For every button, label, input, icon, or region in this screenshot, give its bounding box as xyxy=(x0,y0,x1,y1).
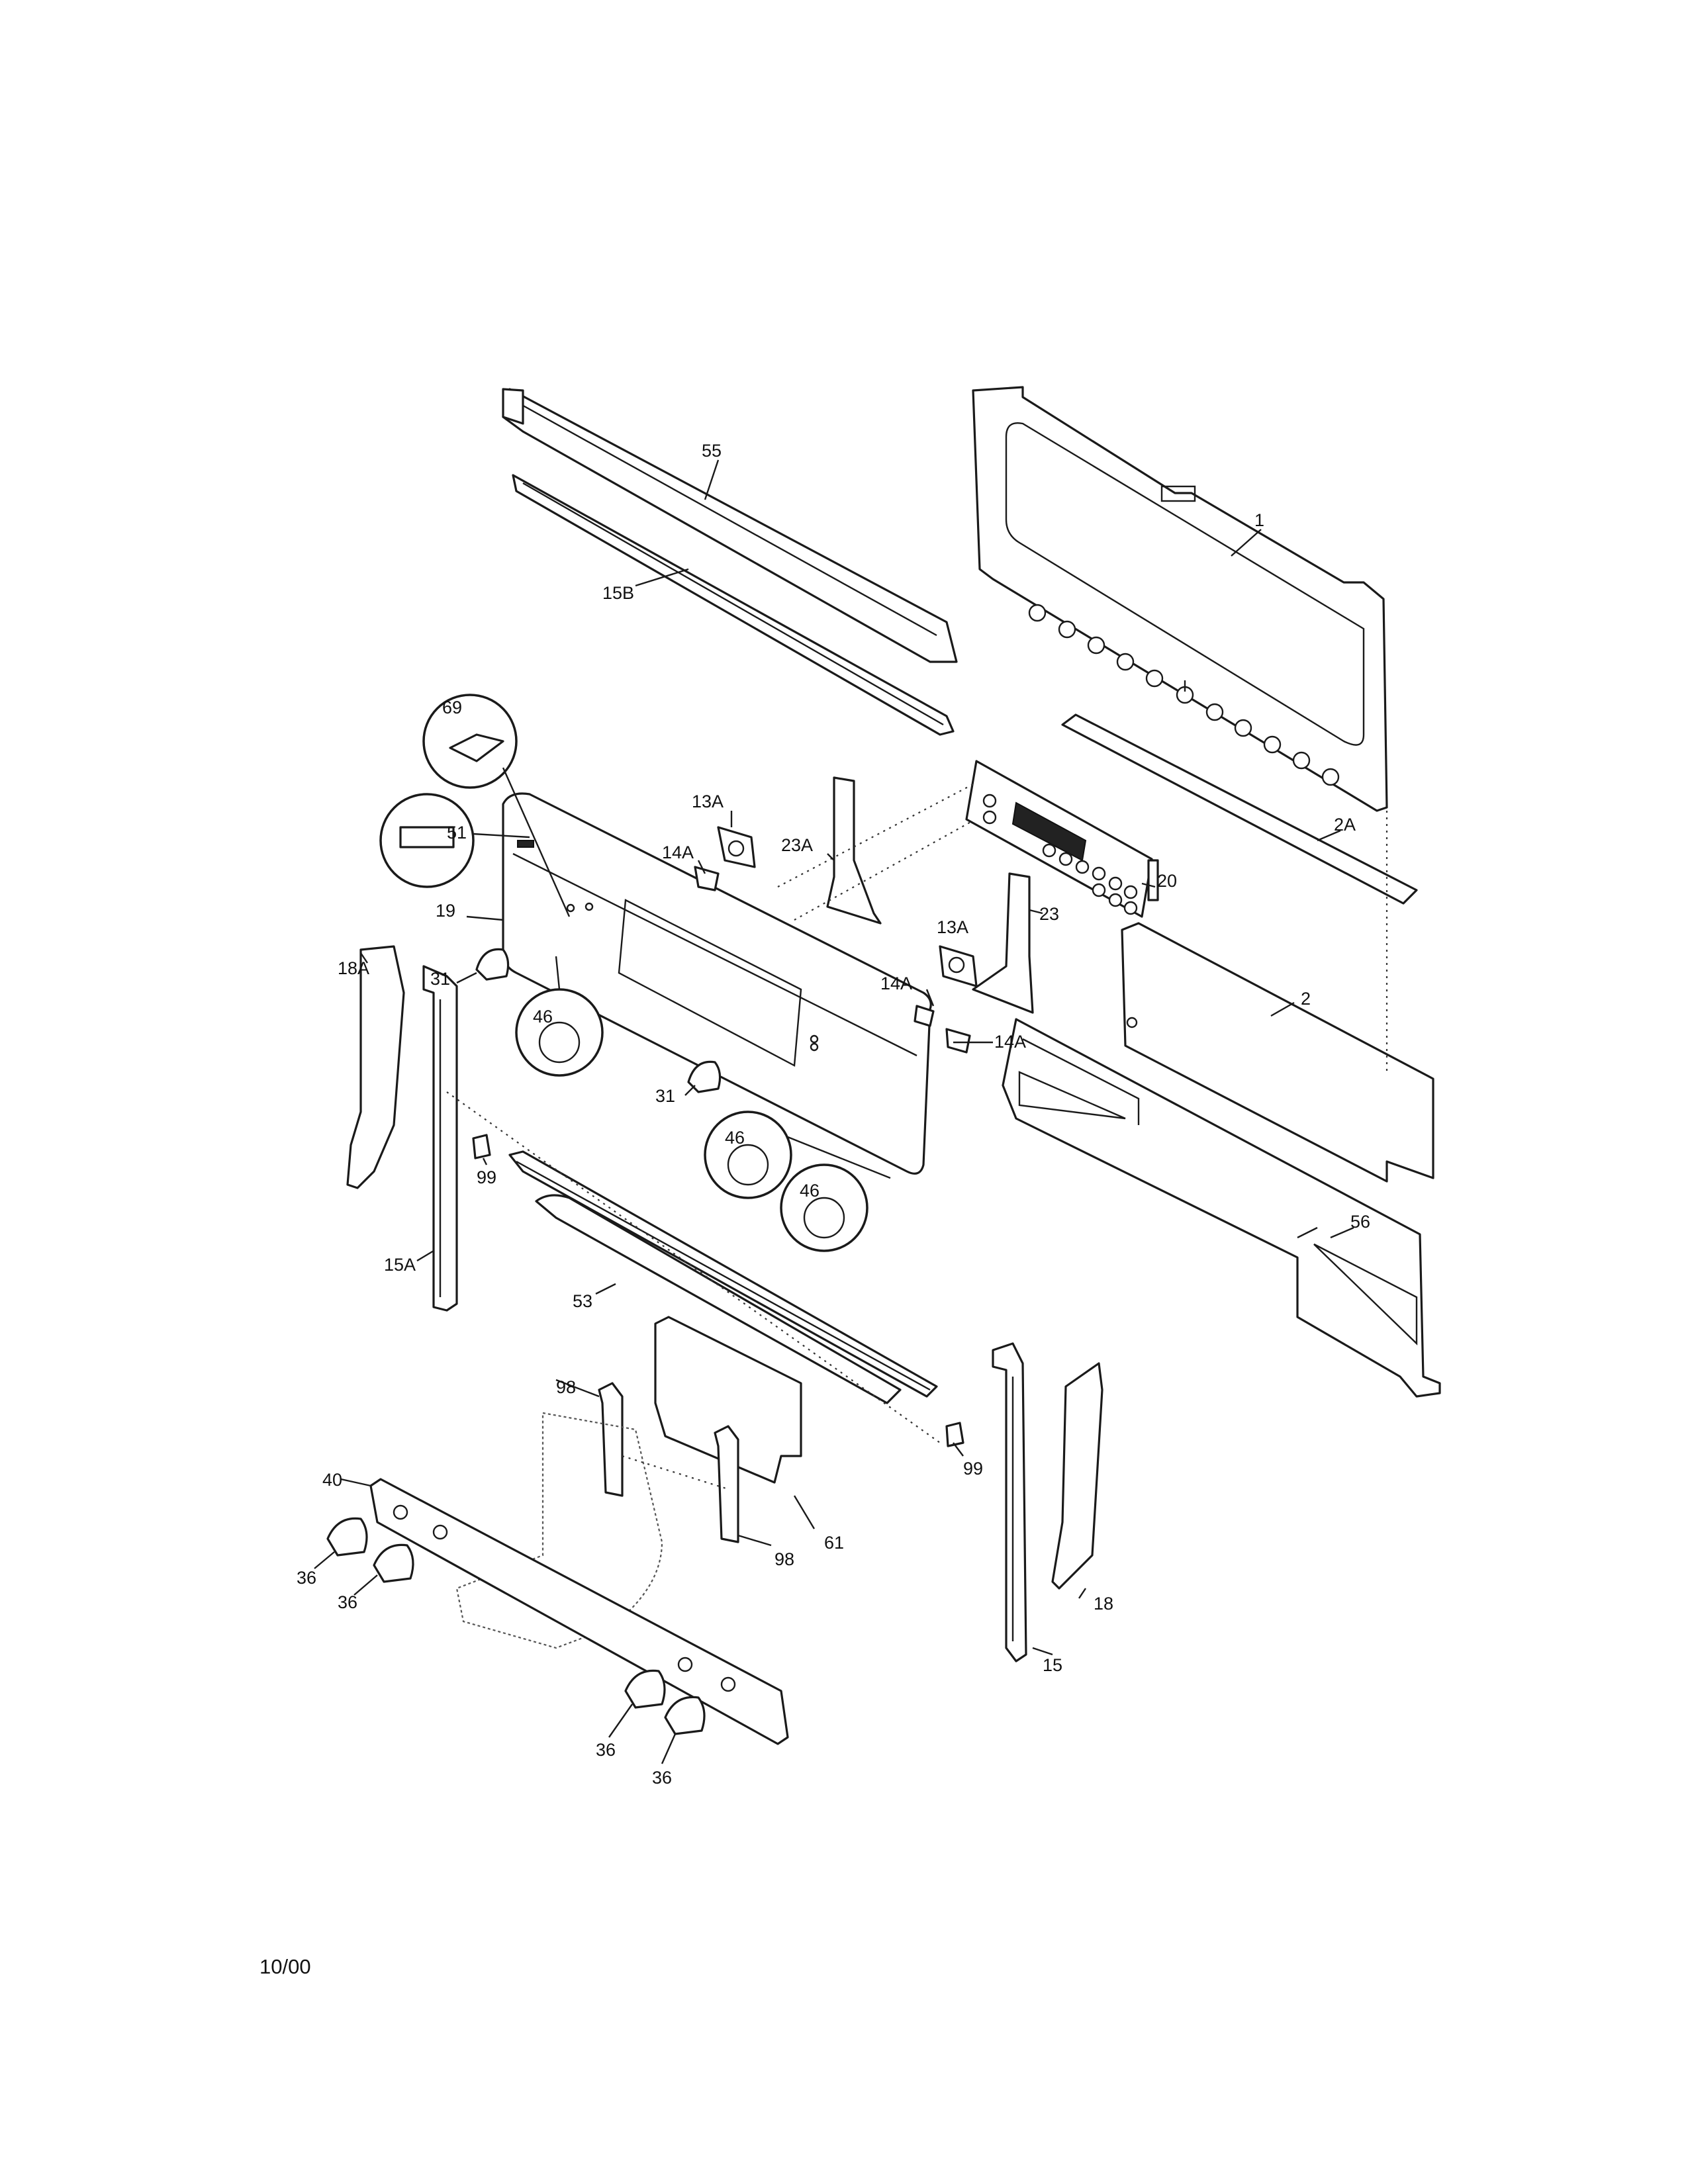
label-1: 1 xyxy=(1254,510,1264,530)
part-36-knob-1 xyxy=(326,1517,368,1557)
callout-51-nameplate xyxy=(379,793,530,888)
label-98-left: 98 xyxy=(556,1377,576,1397)
part-14A-clip-mid xyxy=(914,1005,935,1027)
label-36-2: 36 xyxy=(338,1592,357,1612)
label-46-right: 46 xyxy=(800,1181,820,1201)
part-40-lower-panel xyxy=(369,1478,789,1745)
label-14A-mid: 14A xyxy=(880,974,912,993)
part-23-bracket xyxy=(972,872,1034,1014)
part-31-knob-right xyxy=(687,1060,722,1093)
label-15B: 15B xyxy=(602,583,634,603)
part-18A-left-side-trim xyxy=(346,945,405,1189)
label-13A-left: 13A xyxy=(692,792,724,811)
label-53: 53 xyxy=(573,1291,592,1311)
label-98-right: 98 xyxy=(774,1549,794,1569)
label-46-left: 46 xyxy=(533,1007,553,1026)
label-18: 18 xyxy=(1094,1594,1113,1614)
label-14A-left: 14A xyxy=(662,842,694,862)
label-36-1: 36 xyxy=(297,1568,316,1588)
part-14A-clip-right xyxy=(945,1028,971,1054)
part-99-clip-left xyxy=(472,1134,491,1160)
part-13A-switch-left xyxy=(717,826,756,868)
label-20: 20 xyxy=(1157,871,1177,891)
part-15B-trim-strip xyxy=(512,474,955,736)
callout-46-knob-3 xyxy=(780,1163,868,1252)
callout-46-knob-2 xyxy=(704,1111,792,1199)
part-labels: 55 15B 1 69 51 13A 14A 23A 2A 20 19 13A … xyxy=(297,441,1370,1788)
part-99-clip-right xyxy=(945,1422,964,1447)
label-13A-right: 13A xyxy=(937,917,968,937)
part-55-top-trim xyxy=(502,388,958,663)
ghost-manifold-outline xyxy=(455,1412,663,1649)
part-31-knob-left xyxy=(475,948,510,981)
label-61: 61 xyxy=(824,1533,844,1553)
label-2A: 2A xyxy=(1334,815,1356,835)
callout-46-knob-1 xyxy=(515,956,604,1077)
part-1-back-panel xyxy=(972,386,1388,812)
label-56: 56 xyxy=(1350,1212,1370,1232)
part-15-right-side-rail xyxy=(992,1342,1027,1662)
label-15: 15 xyxy=(1043,1655,1062,1675)
part-36-knob-4 xyxy=(664,1696,706,1735)
part-14A-clip-left xyxy=(694,866,720,891)
label-36-3: 36 xyxy=(596,1740,616,1760)
label-99-left: 99 xyxy=(477,1167,496,1187)
part-18-right-side-trim xyxy=(1051,1362,1103,1590)
label-31-left: 31 xyxy=(430,969,450,989)
label-69: 69 xyxy=(442,698,462,717)
part-61-heat-shield xyxy=(654,1316,802,1484)
part-53-front-trim-bar xyxy=(508,1150,938,1404)
label-15A: 15A xyxy=(384,1255,416,1275)
date-code: 10/00 xyxy=(259,1955,311,1978)
part-2-rear-plate xyxy=(1121,922,1434,1183)
part-98-bracket-right xyxy=(714,1425,739,1543)
label-14A-right: 14A xyxy=(994,1032,1026,1052)
label-19: 19 xyxy=(436,901,455,921)
part-36-knob-2 xyxy=(373,1543,414,1583)
label-99-right: 99 xyxy=(963,1459,983,1479)
part-23A-bracket xyxy=(826,776,882,925)
label-36-4: 36 xyxy=(652,1768,672,1788)
part-56-back-guard xyxy=(1002,1018,1441,1398)
label-18A: 18A xyxy=(338,958,369,978)
part-20-control-board xyxy=(965,760,1159,918)
label-2: 2 xyxy=(1301,989,1311,1009)
part-2A-plate xyxy=(1061,713,1418,905)
label-31-right: 31 xyxy=(655,1086,675,1106)
part-98-bracket-left xyxy=(598,1382,624,1497)
part-36-knob-3 xyxy=(624,1669,666,1709)
label-46-mid: 46 xyxy=(725,1128,745,1148)
part-19-control-panel xyxy=(502,792,932,1179)
part-13A-switch-right xyxy=(939,945,978,987)
label-40: 40 xyxy=(322,1470,342,1490)
callout-69-screw xyxy=(422,694,571,917)
label-51: 51 xyxy=(447,823,467,842)
assembly-lines xyxy=(446,784,1388,1490)
leader-lines xyxy=(314,459,1354,1764)
label-55: 55 xyxy=(702,441,722,461)
label-23A: 23A xyxy=(781,835,813,855)
part-15A-left-side-rail xyxy=(422,965,458,1312)
label-23: 23 xyxy=(1039,904,1059,924)
